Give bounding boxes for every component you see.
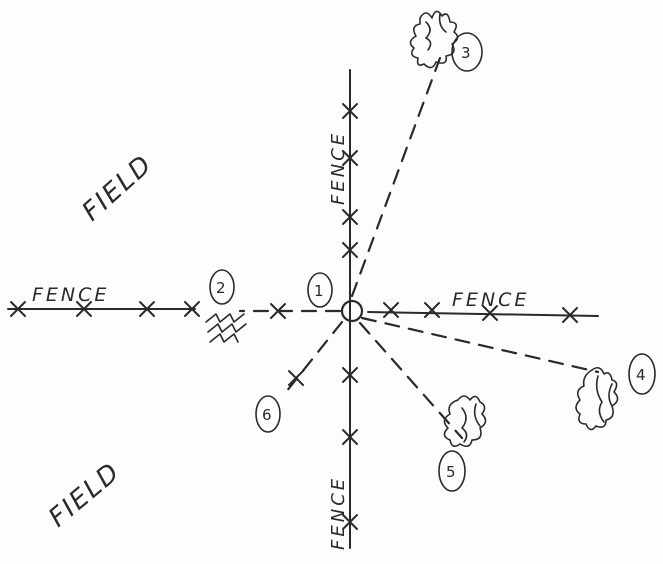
marker-5-label: 5: [446, 463, 456, 481]
fence-label-south: FENCE: [328, 476, 349, 550]
center-post-circle: [342, 301, 362, 321]
marker-4-label: 4: [636, 366, 646, 384]
fence-line-east: [368, 312, 598, 316]
scribble-5: [444, 396, 485, 446]
scribble-3: [410, 11, 457, 67]
marker-6-label: 6: [262, 406, 272, 424]
marker-1: 1: [308, 273, 332, 307]
fence-post: [384, 303, 398, 317]
fence-label-north: FENCE: [328, 131, 349, 205]
dashed-line-to-6: [286, 322, 342, 392]
field-label-north: FIELD: [77, 149, 159, 227]
marker-2-label: 2: [216, 279, 226, 297]
dashed-line-to-5: [360, 323, 462, 438]
marker-4: 4: [629, 354, 655, 394]
marker-3-label: 3: [461, 44, 471, 62]
marker-2: 2: [210, 270, 234, 304]
marker-6: 6: [256, 396, 280, 432]
dashed-lines: [240, 58, 598, 438]
marker-5: 5: [439, 451, 465, 491]
marker-3: 3: [452, 33, 482, 71]
dashed-line-to-3: [352, 58, 440, 296]
fence-label-west: FENCE: [32, 284, 109, 306]
scribble-4: [576, 368, 618, 430]
fence-post: [425, 303, 439, 317]
marker-1-label: 1: [314, 282, 324, 300]
scribble-2: [206, 314, 246, 342]
field-label-south: FIELD: [43, 457, 126, 534]
fence-label-east: FENCE: [452, 289, 529, 311]
